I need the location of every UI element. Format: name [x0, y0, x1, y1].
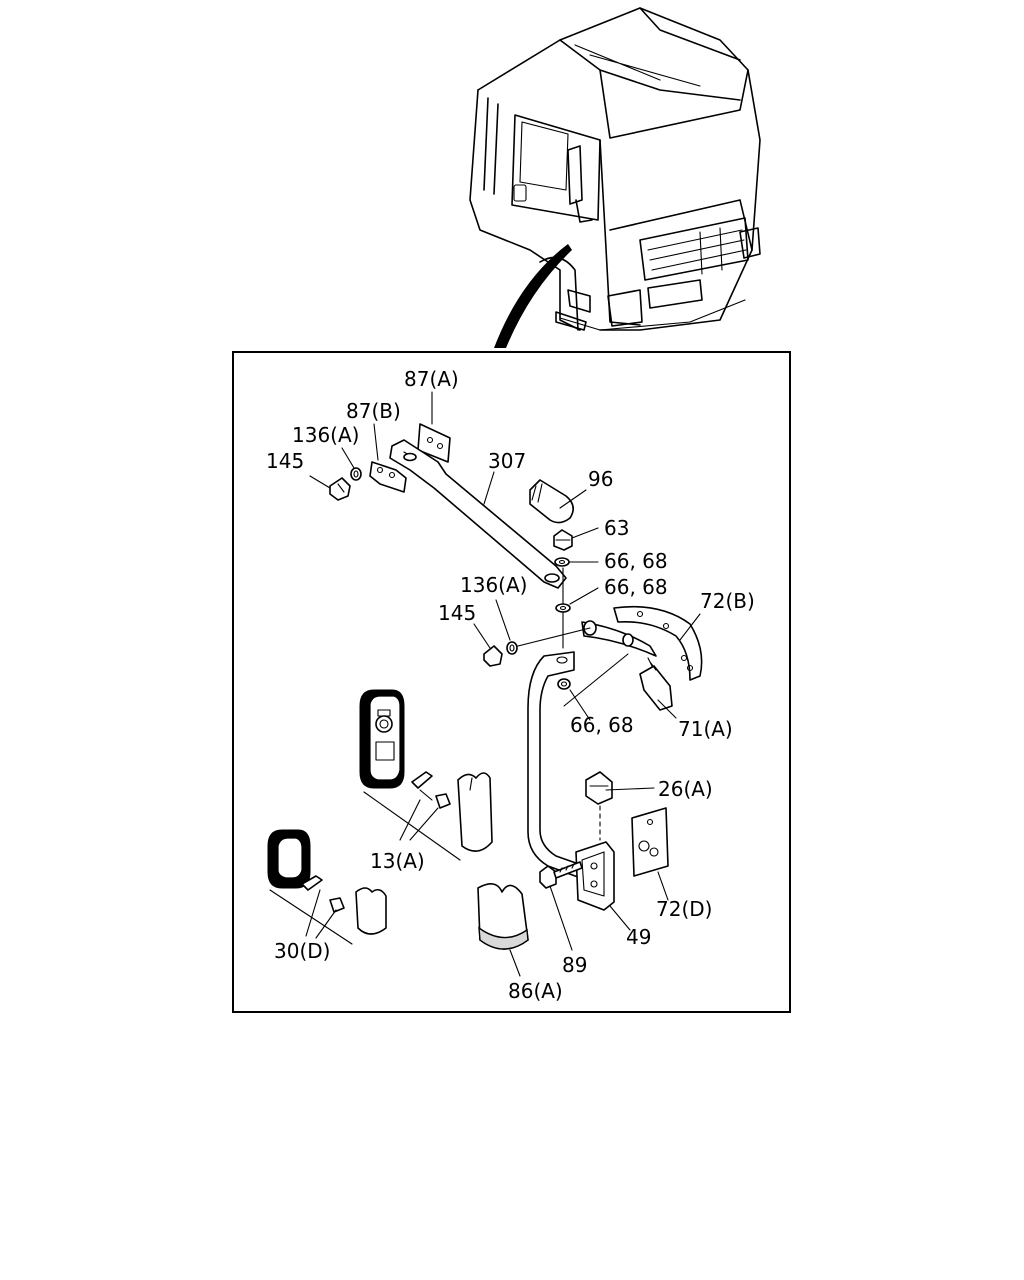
truck-cab-illustration [469, 7, 761, 331]
washer-lower [557, 678, 571, 690]
label-72d: 72(D) [656, 897, 712, 921]
label-145-top: 145 [266, 449, 304, 473]
label-26a: 26(A) [658, 777, 713, 801]
bolt-89 [539, 861, 583, 889]
label-89: 89 [562, 953, 587, 977]
nut-145-mid [483, 645, 503, 667]
label-66-68-b: 66, 68 [604, 575, 668, 599]
washer-upper [554, 557, 570, 567]
detail-frame [232, 351, 791, 1013]
bracket-49 [575, 841, 615, 911]
label-87b: 87(B) [346, 399, 401, 423]
label-63: 63 [604, 516, 629, 540]
label-30d: 30(D) [274, 939, 330, 963]
cover-86a [477, 883, 529, 950]
mirror-stay-lower [527, 605, 703, 881]
washer-136a-mid [506, 641, 518, 655]
clip-26a [585, 771, 613, 805]
mirror-30d [267, 829, 387, 945]
label-66-68-c: 66, 68 [570, 713, 634, 737]
label-66-68-a: 66, 68 [604, 549, 668, 573]
plate-72d [631, 807, 669, 877]
label-87a: 87(A) [404, 367, 459, 391]
label-49: 49 [626, 925, 651, 949]
label-136a-mid: 136(A) [460, 573, 527, 597]
mirror-stay-upper [329, 423, 567, 589]
mirror-13a [359, 689, 493, 861]
label-96: 96 [588, 467, 613, 491]
washer-middle [555, 603, 571, 613]
label-86a: 86(A) [508, 979, 563, 1003]
label-307: 307 [488, 449, 526, 473]
cap-96 [529, 479, 574, 524]
label-13a: 13(A) [370, 849, 425, 873]
label-145-mid: 145 [438, 601, 476, 625]
label-136a-top: 136(A) [292, 423, 359, 447]
part-labels: 87(A) 87(B) 136(A) 145 307 96 63 66, 68 … [266, 367, 755, 1003]
leader-lines [305, 391, 701, 977]
label-71a: 71(A) [678, 717, 733, 741]
nut-63 [553, 529, 573, 551]
pointer-wedge [494, 244, 572, 348]
label-72b: 72(B) [700, 589, 755, 613]
